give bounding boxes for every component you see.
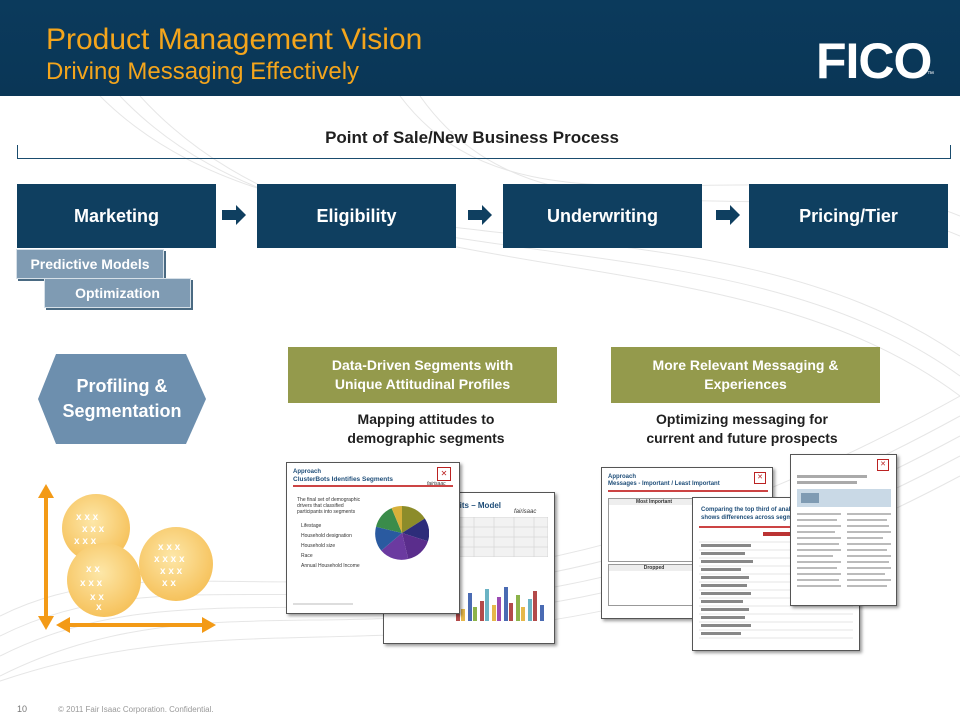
svg-text:x x x: x x x xyxy=(158,542,181,553)
page-number: 10 xyxy=(17,704,28,714)
svg-text:x x: x x xyxy=(162,578,176,589)
fico-logo: FICO xyxy=(816,33,932,89)
title-underline xyxy=(699,526,855,528)
cluster-slide-thumbnail: Approach ClusterBots Identifies Segments… xyxy=(286,462,460,614)
svg-text:x x x: x x x xyxy=(80,578,103,589)
process-title: Point of Sale/New Business Process xyxy=(325,128,619,147)
dropped-box: Dropped xyxy=(608,564,700,606)
messaging-caption: Optimizing messaging for current and fut… xyxy=(646,411,838,446)
bar-graphic xyxy=(456,587,544,621)
svg-text:x x x: x x x xyxy=(76,512,99,523)
arrow-right-icon xyxy=(716,205,740,225)
profiling-label: Profiling & Segmentation xyxy=(62,376,182,421)
svg-text:x x x x: x x x x xyxy=(154,554,185,565)
step-eligibility: Eligibility xyxy=(257,184,456,248)
messaging-header: More Relevant Messaging & Experiences xyxy=(611,347,880,403)
step-underwriting: Underwriting xyxy=(503,184,702,248)
step-marketing: Marketing xyxy=(17,184,216,248)
header-bar: Product Management Vision Driving Messag… xyxy=(0,0,960,96)
cluster-graphic: x x xx x xx x x x xx x xx xx x x xx x x … xyxy=(38,484,216,633)
document-thumbnail: ✕ xyxy=(790,454,897,606)
title-underline xyxy=(608,490,768,492)
fairisaac-logo-icon: ✕ xyxy=(754,472,766,484)
process-bracket xyxy=(17,145,951,159)
arrow-right-icon xyxy=(468,205,492,225)
document-lines-graphic xyxy=(797,475,891,587)
table-graphic xyxy=(454,517,548,557)
footer-line xyxy=(293,603,353,605)
step-pricing-tier: Pricing/Tier xyxy=(749,184,948,248)
important-box: Most Important xyxy=(608,498,700,562)
predictive-models-tag: Predictive Models xyxy=(16,249,164,279)
page-title: Product Management Vision xyxy=(46,23,423,56)
svg-text:x x x: x x x xyxy=(74,536,97,547)
svg-text:x: x xyxy=(96,602,102,613)
profiling-chevron xyxy=(38,354,206,444)
svg-text:x x: x x xyxy=(86,564,100,575)
trademark-mark: ™ xyxy=(927,71,934,78)
pie-graphic xyxy=(375,505,429,560)
svg-text:x x x: x x x xyxy=(82,524,105,535)
copyright-text: © 2011 Fair Isaac Corporation. Confident… xyxy=(58,705,214,714)
page-subtitle: Driving Messaging Effectively xyxy=(46,58,360,85)
optimization-tag: Optimization xyxy=(44,278,191,308)
segments-caption: Mapping attitudes to demographic segment… xyxy=(347,411,505,446)
svg-text:x x x: x x x xyxy=(160,566,183,577)
rows-graphic xyxy=(699,532,853,639)
segments-header: Data-Driven Segments with Unique Attitud… xyxy=(288,347,557,403)
fairisaac-logo-icon: ✕ xyxy=(877,459,889,471)
title-underline xyxy=(293,485,453,487)
bullet-list: Lifestage Household designation Househol… xyxy=(301,523,360,569)
fairisaac-logo-icon: ✕ xyxy=(437,467,451,481)
svg-text:x x: x x xyxy=(90,592,104,603)
arrow-right-icon xyxy=(222,205,246,225)
